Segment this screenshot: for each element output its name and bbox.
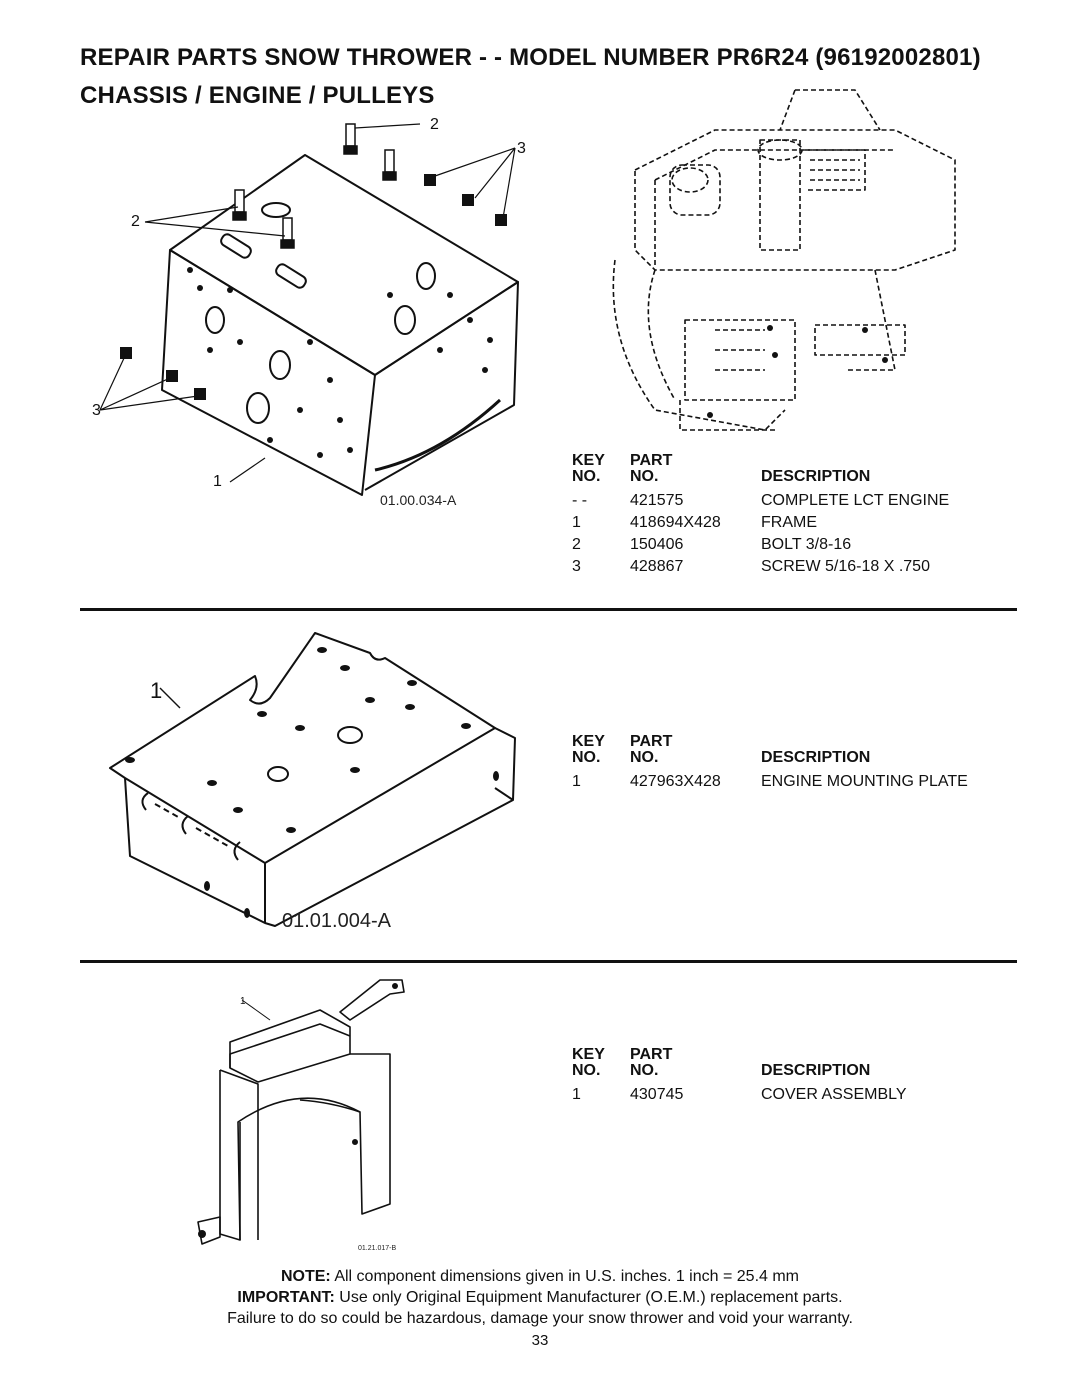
key-cell: 2 (572, 536, 581, 553)
description-cell: BOLT 3/8-16 (761, 536, 852, 553)
table-row: 1 418694X428 FRAME (572, 514, 1012, 536)
key-cell: 3 (572, 558, 581, 575)
key-header-top: KEY (572, 452, 605, 469)
parts-table-plate: KEY NO. PART NO. DESCRIPTION 1 427963X42… (572, 733, 1012, 795)
key-header-bottom: NO. (572, 468, 601, 485)
important-line: IMPORTANT: Use only Original Equipment M… (0, 1287, 1080, 1308)
key-header-bottom: NO. (572, 1062, 601, 1079)
warning-line: Failure to do so could be hazardous, dam… (227, 1310, 853, 1327)
part-cell: 150406 (630, 536, 684, 553)
key-cell: 1 (572, 1086, 581, 1103)
part-header-top: PART (630, 733, 673, 750)
table-row: 3 428867 SCREW 5/16-18 X .750 (572, 558, 1012, 580)
page-number: 33 (531, 1332, 549, 1349)
part-header-bottom: NO. (630, 749, 659, 766)
section-divider (80, 608, 1017, 611)
important-label: IMPORTANT: (237, 1289, 335, 1306)
part-header-top: PART (630, 1046, 673, 1063)
figure-ref-cover: 01.21.017-B (358, 1245, 397, 1252)
part-cell: 428867 (630, 558, 684, 575)
part-cell: 421575 (630, 492, 684, 509)
callout-3-top: 3 (517, 140, 526, 157)
description-cell: SCREW 5/16-18 X .750 (761, 558, 930, 575)
table-row: 1 427963X428 ENGINE MOUNTING PLATE (572, 773, 1012, 795)
section-divider (80, 960, 1017, 963)
key-cell: 1 (572, 514, 581, 531)
table-row: - - 421575 COMPLETE LCT ENGINE (572, 492, 1012, 514)
table-row: 2 150406 BOLT 3/8-16 (572, 536, 1012, 558)
description-header: DESCRIPTION (761, 749, 871, 766)
part-header-top: PART (630, 452, 673, 469)
description-header: DESCRIPTION (761, 468, 871, 485)
important-text: Use only Original Equipment Manufacturer… (334, 1289, 843, 1306)
part-cell: 427963X428 (630, 773, 721, 790)
description-cell: FRAME (761, 514, 817, 531)
part-header-bottom: NO. (630, 468, 659, 485)
engine-diagram (595, 70, 975, 450)
callout-1-frame: 1 (213, 473, 222, 490)
figure-ref-plate: 01.01.004-A (282, 910, 391, 932)
key-cell: 1 (572, 773, 581, 790)
description-cell: COVER ASSEMBLY (761, 1086, 907, 1103)
parts-table-cover: KEY NO. PART NO. DESCRIPTION 1 430745 CO… (572, 1046, 1012, 1108)
engine-mounting-plate-diagram (100, 628, 530, 928)
page-title: REPAIR PARTS SNOW THROWER - - MODEL NUMB… (80, 44, 981, 71)
callout-1-cover: 1 (240, 996, 246, 1007)
note-label: NOTE: (280, 1268, 331, 1285)
key-header-top: KEY (572, 1046, 605, 1063)
key-header-top: KEY (572, 733, 605, 750)
note-text: All component dimensions given in U.S. i… (330, 1268, 800, 1285)
callout-3-left: 3 (92, 402, 101, 419)
key-cell: - - (572, 492, 588, 509)
figure-ref-frame: 01.00.034-A (380, 492, 457, 508)
description-header: DESCRIPTION (761, 1062, 871, 1079)
callout-1-plate: 1 (150, 678, 163, 703)
footer-notes: NOTE: All component dimensions given in … (0, 1266, 1080, 1329)
part-header-bottom: NO. (630, 1062, 659, 1079)
description-cell: ENGINE MOUNTING PLATE (761, 773, 968, 790)
description-cell: COMPLETE LCT ENGINE (761, 492, 950, 509)
callout-2-top: 2 (430, 116, 439, 133)
frame-exploded-diagram (90, 110, 530, 510)
cover-assembly-diagram (180, 972, 420, 1252)
table-row: 1 430745 COVER ASSEMBLY (572, 1086, 1012, 1108)
part-cell: 430745 (630, 1086, 684, 1103)
section-title: CHASSIS / ENGINE / PULLEYS (80, 82, 435, 109)
note-line: NOTE: All component dimensions given in … (0, 1266, 1080, 1287)
part-cell: 418694X428 (630, 514, 721, 531)
parts-table-frame: KEY NO. PART NO. DESCRIPTION - - 421575 … (572, 452, 1012, 580)
key-header-bottom: NO. (572, 749, 601, 766)
callout-2-left: 2 (131, 213, 140, 230)
